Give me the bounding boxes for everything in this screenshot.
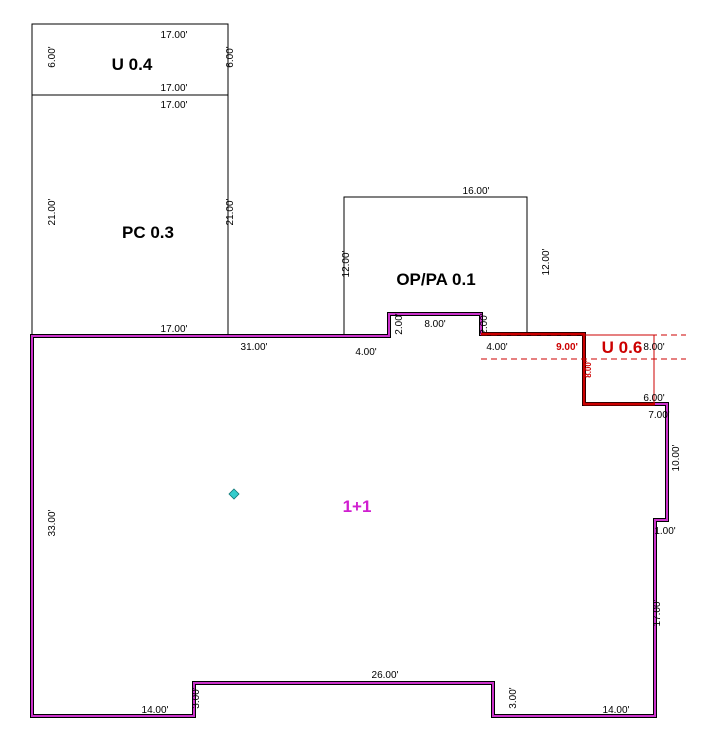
main-dim-right-jog: 1.00' xyxy=(654,526,675,537)
area-oppa01-dim-top: 16.00' xyxy=(463,186,490,197)
main-dim-notch-up-left: 2.00' xyxy=(394,313,405,334)
area-pc03-dim-left: 21.00' xyxy=(47,198,58,225)
main-dim-right-step: 7.00' xyxy=(648,410,669,421)
area-pc03-dim-bottom: 17.00' xyxy=(161,324,188,335)
area-u04-label: U 0.4 xyxy=(112,55,153,74)
area-u06[interactable]: U 0.6 9.00' 8.00' 8.00' 6.00' xyxy=(481,332,686,406)
area-oppa01[interactable]: OP/PA 0.1 16.00' 12.00' 12.00' xyxy=(341,186,552,334)
area-u06-dim-left: 8.00' xyxy=(584,360,593,378)
main-dim-bottom-left: 14.00' xyxy=(142,705,169,716)
area-pc03-dim-top: 17.00' xyxy=(161,100,188,111)
main-dim-top-right-step: 4.00' xyxy=(486,342,507,353)
area-u06-dim-top-left: 9.00' xyxy=(556,342,578,353)
area-pc03[interactable]: PC 0.3 17.00' 17.00' 21.00' 21.00' xyxy=(31,94,236,337)
main-dim-right-upper: 10.00' xyxy=(671,444,682,471)
main-dim-bottom-notch-left: 3.00' xyxy=(191,687,202,708)
area-oppa01-dim-right: 12.00' xyxy=(541,248,552,275)
area-main-label: 1+1 xyxy=(343,497,372,516)
area-pc03-dim-right: 21.00' xyxy=(225,198,236,225)
diamond-marker-icon[interactable] xyxy=(228,488,240,500)
area-u04-dim-top: 17.00' xyxy=(161,30,188,41)
main-dim-bottom-right: 14.00' xyxy=(603,705,630,716)
area-main-outline-inner xyxy=(31,313,668,717)
area-u06-label: U 0.6 xyxy=(602,338,643,357)
main-dim-bottom-notch-right: 3.00' xyxy=(508,687,519,708)
area-main[interactable]: 1+1 31.00' 4.00' 2.00' 8.00' 2.00' 4.00'… xyxy=(30,312,682,718)
main-dim-notch-top: 8.00' xyxy=(424,319,445,330)
main-dim-left: 33.00' xyxy=(47,509,58,536)
main-dim-bottom-notch: 26.00' xyxy=(372,670,399,681)
area-u04-dim-bottom: 17.00' xyxy=(161,83,188,94)
area-pc03-label: PC 0.3 xyxy=(122,223,174,242)
area-u06-dim-top-right: 8.00' xyxy=(643,342,664,353)
main-dim-right-lower: 17.00' xyxy=(652,599,663,626)
area-oppa01-outline xyxy=(343,196,528,334)
area-oppa01-dim-left: 12.00' xyxy=(341,250,352,277)
main-dim-top-step: 4.00' xyxy=(355,347,376,358)
area-oppa01-label: OP/PA 0.1 xyxy=(396,270,475,289)
area-u04-dim-left: 6.00' xyxy=(47,46,58,67)
area-u06-wall xyxy=(481,332,655,406)
main-dim-notch-up-right: 2.00' xyxy=(479,313,490,334)
area-u06-dim-bottom: 6.00' xyxy=(643,393,664,404)
area-pc03-outline xyxy=(31,94,229,337)
area-u04-dim-right: 6.00' xyxy=(225,46,236,67)
area-u04[interactable]: U 0.4 17.00' 17.00' 6.00' 6.00' xyxy=(31,23,236,96)
main-dim-top-long: 31.00' xyxy=(241,342,268,353)
